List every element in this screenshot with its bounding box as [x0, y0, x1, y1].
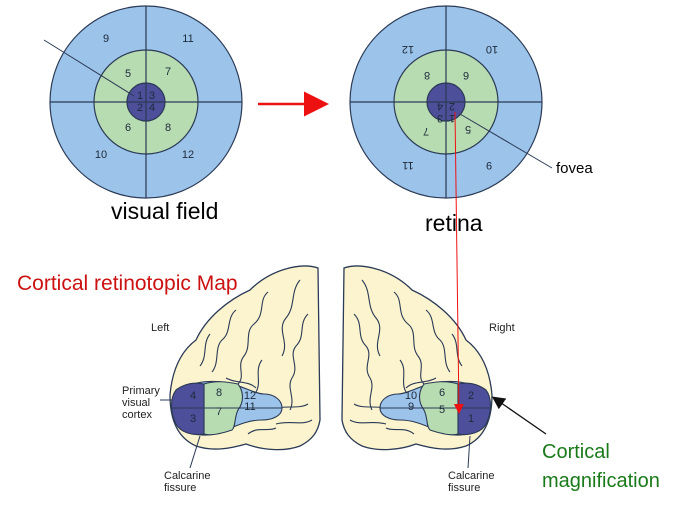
- retina-region-2: 2: [449, 100, 455, 112]
- right-hemisphere: 1 2 5 6 9 10: [341, 265, 493, 451]
- calcarine-leader-right: [467, 435, 471, 469]
- pvc-line-1: Primary: [122, 385, 160, 397]
- left-cortex-region-11: 11: [244, 401, 255, 413]
- vf-region-7: 7: [165, 66, 171, 78]
- retina-region-12: 12: [402, 43, 414, 55]
- left-hemisphere-label: Left: [151, 322, 170, 334]
- vf-region-8: 8: [165, 122, 171, 134]
- retina-region-4: 4: [437, 100, 443, 112]
- calcarine-fissure-label-right: Calcarine fissure: [448, 470, 508, 494]
- vf-region-2: 2: [137, 102, 143, 114]
- retina-region-11: 11: [402, 159, 413, 171]
- vf-region-1: 1: [137, 90, 143, 102]
- right-cortex-region-6: 6: [439, 387, 445, 399]
- vf-region-11: 11: [182, 33, 193, 45]
- right-cortex-region-2: 2: [468, 390, 474, 402]
- right-cortex-region-9: 9: [408, 401, 414, 413]
- left-cortex-region-4: 4: [190, 390, 196, 402]
- calcarine-leader-left: [189, 435, 201, 469]
- calcarine-right-line-2: fissure: [448, 482, 481, 494]
- pvc-line-3: cortex: [122, 409, 152, 421]
- retina-region-7: 7: [423, 125, 429, 137]
- cortical-magnification-label: Cortical magnification: [542, 438, 700, 496]
- pvc-line-2: visual: [122, 397, 151, 409]
- retina-caption: retina: [425, 210, 483, 236]
- vf-region-6: 6: [125, 122, 131, 134]
- vf-region-3: 3: [149, 90, 155, 102]
- calcarine-left-line-2: fissure: [164, 482, 197, 494]
- vf-region-12: 12: [182, 149, 194, 161]
- fovea-caption: fovea: [556, 160, 593, 177]
- retina-region-9: 9: [486, 159, 492, 171]
- retina-disc: 1 2 3 4 5 6 7 8 9 10 11 12: [349, 5, 553, 199]
- calcarine-right-line-1: Calcarine: [448, 470, 495, 482]
- retina-region-10: 10: [486, 43, 498, 55]
- retina-region-6: 6: [463, 69, 469, 81]
- right-cortex-region-10: 10: [405, 390, 417, 402]
- primary-visual-cortex-label: Primary visual cortex: [122, 385, 182, 421]
- left-cortex-region-3: 3: [190, 413, 196, 425]
- right-hemisphere-label: Right: [489, 322, 515, 334]
- calcarine-left-line-1: Calcarine: [164, 470, 211, 482]
- vf-region-5: 5: [125, 68, 131, 80]
- retina-region-8: 8: [424, 69, 430, 81]
- left-hemisphere: 3 4 7 8 11 12: [169, 265, 321, 451]
- retina-region-5: 5: [465, 123, 471, 135]
- calcarine-fissure-label-left: Calcarine fissure: [164, 470, 224, 494]
- magnification-line-1: Cortical: [542, 441, 610, 463]
- visual-field-caption: visual field: [111, 198, 219, 224]
- vf-region-10: 10: [95, 149, 107, 161]
- retina-region-3: 3: [437, 112, 443, 124]
- right-cortex-region-5: 5: [439, 404, 445, 416]
- left-cortex-region-8: 8: [216, 387, 222, 399]
- magnification-line-2: magnification: [542, 470, 660, 492]
- vf-region-9: 9: [103, 33, 109, 45]
- visual-field-disc: 1 2 3 4 5 6 7 8 9 10 11 12: [43, 5, 243, 199]
- left-cortex-region-12: 12: [244, 390, 256, 402]
- right-cortex-region-1: 1: [468, 413, 474, 425]
- retina-region-1: 1: [449, 112, 455, 124]
- vf-region-4: 4: [149, 102, 155, 114]
- magnification-arrow: [491, 396, 547, 435]
- left-cortex-region-7: 7: [216, 406, 222, 418]
- fovea-projection-line: [453, 111, 464, 414]
- cortical-map-title: Cortical retinotopic Map: [17, 272, 238, 295]
